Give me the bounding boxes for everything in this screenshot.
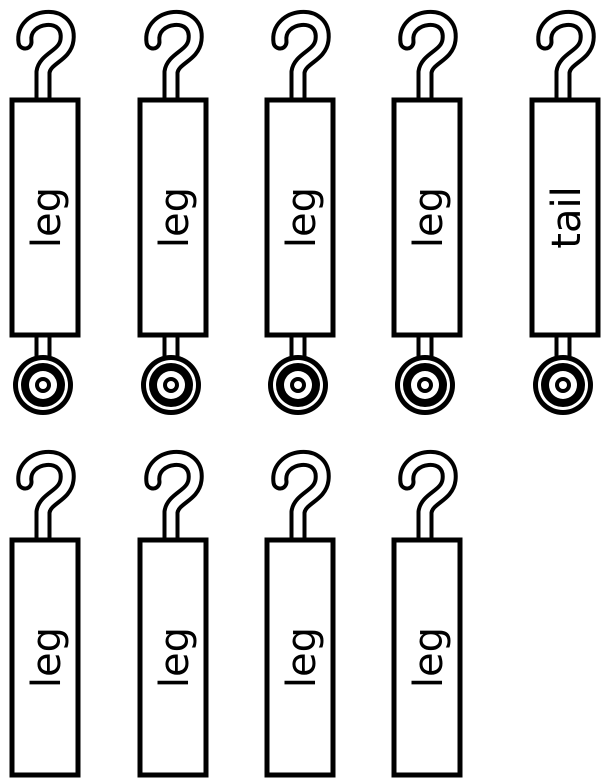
eye-loop-icon (141, 335, 201, 415)
card-label: tail (544, 186, 590, 248)
card-label: leg (24, 187, 70, 248)
card-label: leg (406, 627, 452, 688)
hook-icon (153, 458, 195, 540)
card: leg (12, 18, 78, 415)
hook-icon (407, 18, 449, 100)
eye-loop-icon (13, 335, 73, 415)
card: leg (394, 458, 460, 775)
card-label: leg (279, 187, 325, 248)
card-label: leg (24, 627, 70, 688)
hook-icon (280, 18, 322, 100)
card: leg (267, 18, 333, 415)
hook-icon (153, 18, 195, 100)
eye-loop-icon (533, 335, 593, 415)
card: leg (140, 458, 206, 775)
card: leg (267, 458, 333, 775)
eye-loop-icon (395, 335, 455, 415)
card-label: leg (152, 187, 198, 248)
hook-icon (25, 458, 67, 540)
card: tail (532, 18, 598, 415)
hook-icon (280, 458, 322, 540)
hook-icon (25, 18, 67, 100)
hook-icon (545, 18, 587, 100)
card: leg (140, 18, 206, 415)
card: leg (394, 18, 460, 415)
card-label: leg (406, 187, 452, 248)
eye-loop-icon (268, 335, 328, 415)
card: leg (12, 458, 78, 775)
hook-icon (407, 458, 449, 540)
card-label: leg (152, 627, 198, 688)
card-label: leg (279, 627, 325, 688)
